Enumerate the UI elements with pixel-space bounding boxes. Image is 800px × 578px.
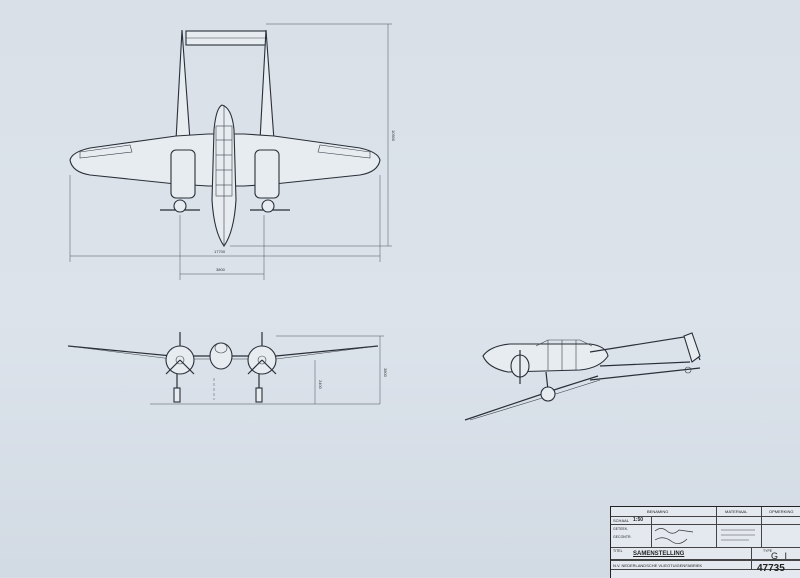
title-block: BENAMING MATERIAAL OPMERKING SCHAAL 1:50… [610,506,800,578]
header-materiaal: MATERIAAL [725,509,748,514]
title-label: TITEL [613,549,623,553]
header-benaming: BENAMING [647,509,669,514]
scale-value: 1:50 [633,517,644,523]
plan-view: 17700 3800 10900 [69,23,396,280]
perspective-fin [683,332,701,363]
front-fuselage [209,342,233,370]
plan-right-nacelle [254,149,280,199]
drawing-title: SAMENSTELLING [633,551,685,557]
front-height-dim: 3800 [383,368,388,378]
header-opmerking: OPMERKING [769,509,794,514]
drawing-number: 47735 [757,563,785,574]
type-label: TYPE [763,549,773,553]
plan-span-dim: 17700 [214,249,226,254]
front-gear-dim: 2400 [318,380,323,390]
front-view: 3800 2400 [67,332,388,405]
type-value: G I [771,551,790,561]
plan-prop-dim: 3800 [216,267,226,272]
plan-left-nacelle [170,149,196,199]
perspective-wing [464,375,599,421]
drawn-label: GETEEK. [613,527,629,531]
perspective-wheel [540,386,556,402]
scale-label: SCHAAL [613,518,630,523]
checked-label: GECONTR. [613,535,632,539]
plan-length-dim: 10900 [391,130,396,142]
company-name: N.V. NEDERLANDSCHE VLIEGTUIGENFABRIEK [613,563,703,568]
signatures [654,528,694,544]
perspective-fuselage [482,343,609,373]
perspective-view [464,332,701,421]
